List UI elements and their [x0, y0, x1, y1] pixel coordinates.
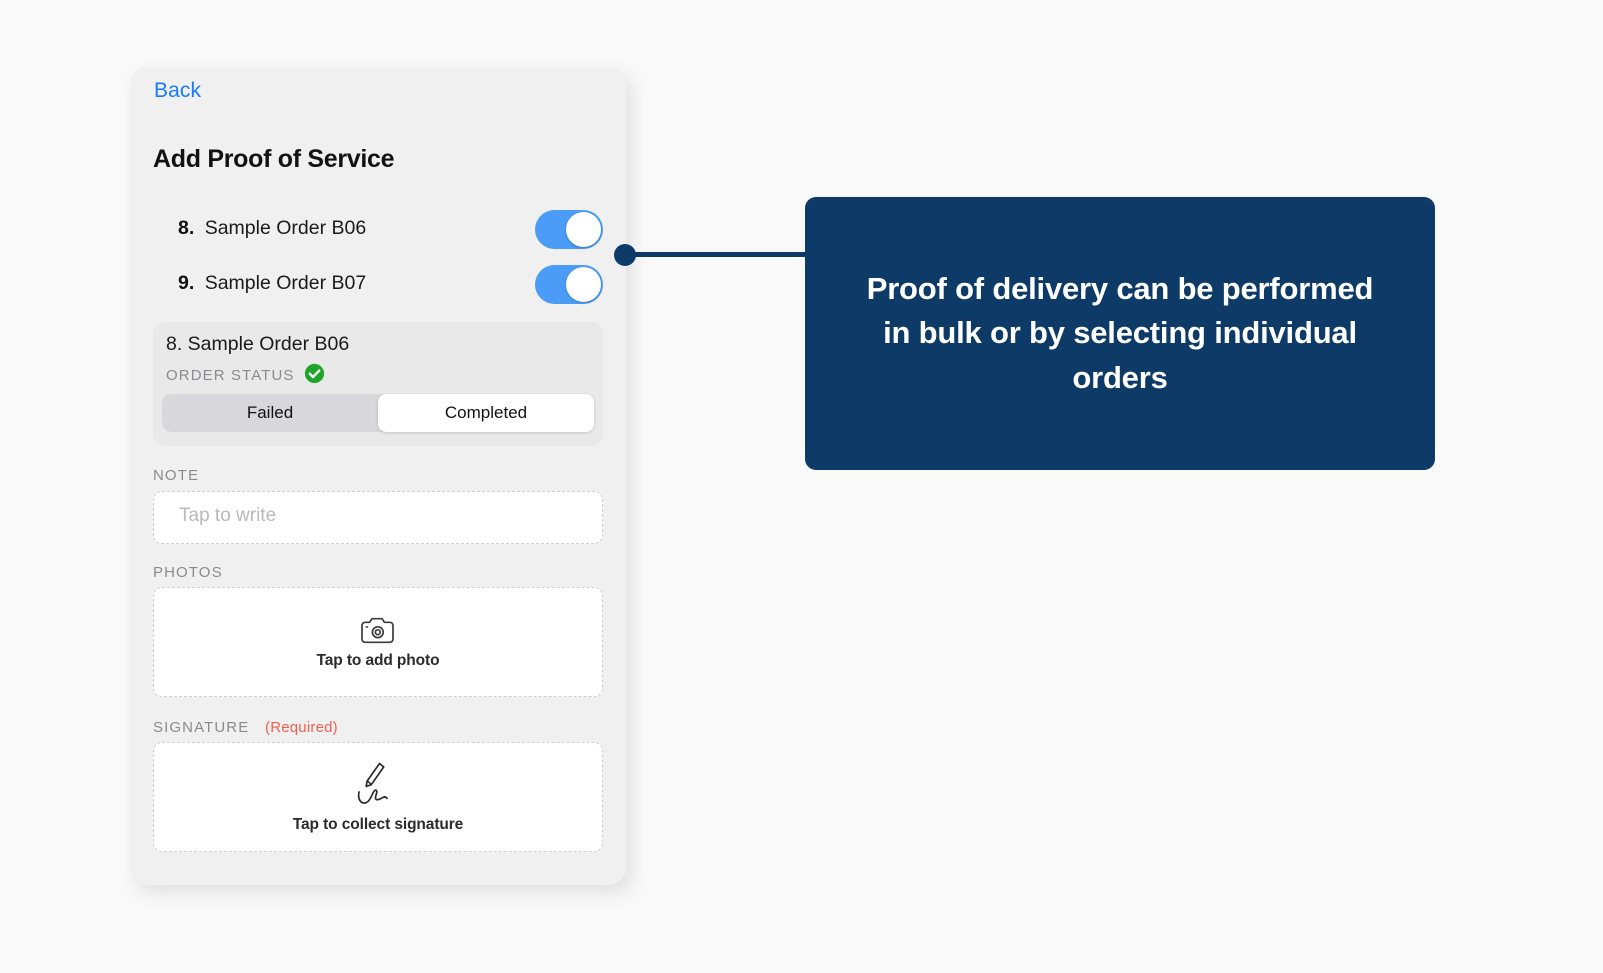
collect-signature-caption: Tap to collect signature [292, 816, 464, 833]
order-name: Sample Order B07 [204, 272, 367, 294]
callout-text: Proof of delivery can be performed in bu… [866, 271, 1374, 395]
photos-label: PHOTOS [153, 564, 223, 581]
order-row-label: 8. Sample Order B06 [178, 217, 366, 240]
order-status-card-title: 8. Sample Order B06 [166, 333, 350, 355]
order-toggle-row: 9. Sample Order B07 [153, 263, 603, 307]
green-check-icon [304, 363, 325, 384]
order-name: Sample Order B06 [204, 217, 367, 239]
signature-pen-icon [357, 762, 388, 804]
order-status-card: 8. Sample Order B06 ORDER STATUS Failed … [153, 322, 603, 446]
signature-label: SIGNATURE [153, 719, 250, 736]
callout-box: Proof of delivery can be performed in bu… [805, 197, 1435, 470]
note-placeholder: Tap to write [179, 505, 277, 526]
note-input[interactable]: Tap to write [153, 491, 603, 544]
callout-connector-line [628, 252, 810, 257]
add-photo-caption: Tap to add photo [316, 651, 440, 669]
callout-connector-dot [614, 244, 636, 266]
toggle-knob [566, 267, 601, 302]
signature-required-tag: (Required) [265, 719, 338, 736]
collect-signature-dropzone[interactable]: Tap to collect signature [153, 742, 603, 852]
proof-of-service-panel: Back Add Proof of Service 8. Sample Orde… [130, 67, 626, 885]
order-number: 8. [178, 217, 195, 239]
page-title: Add Proof of Service [153, 145, 395, 173]
order-toggle-switch[interactable] [535, 210, 603, 249]
segment-failed[interactable]: Failed [246, 403, 294, 422]
add-photo-dropzone[interactable]: Tap to add photo [153, 587, 603, 697]
back-link[interactable]: Back [154, 79, 202, 102]
order-toggle-row: 8. Sample Order B06 [153, 208, 603, 252]
camera-icon [361, 617, 394, 643]
order-status-label: ORDER STATUS [166, 367, 295, 384]
order-toggle-switch[interactable] [535, 265, 603, 304]
note-label: NOTE [153, 467, 200, 484]
order-number: 9. [178, 272, 195, 294]
order-status-segmented-control: Failed Completed [162, 394, 594, 432]
segment-completed[interactable]: Completed [378, 394, 594, 432]
toggle-knob [566, 212, 601, 247]
order-row-label: 9. Sample Order B07 [178, 272, 366, 295]
